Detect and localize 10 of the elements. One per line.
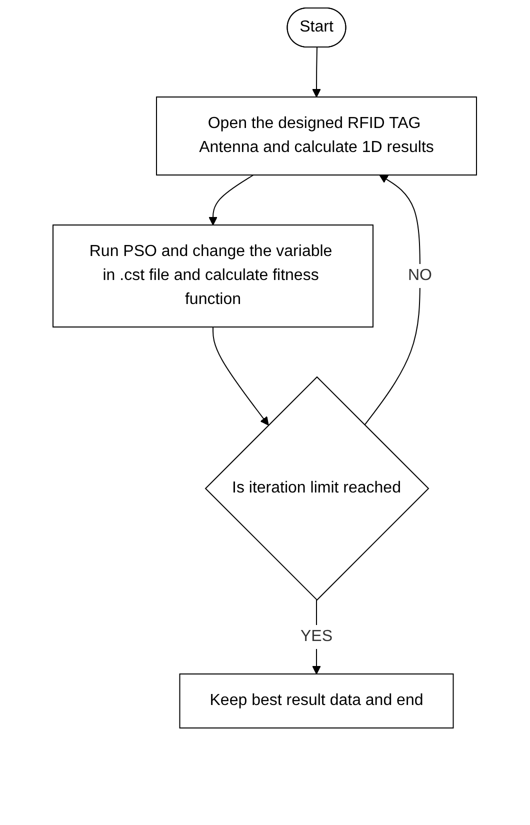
node-box: Run PSO and change the variable in .cst file and calculate fitness function bbox=[52, 224, 374, 328]
arrow bbox=[312, 47, 322, 98]
edge-label: NO bbox=[408, 267, 432, 284]
arrow bbox=[208, 174, 254, 226]
arrow bbox=[364, 174, 421, 426]
node-box: Keep best result data and end bbox=[180, 673, 454, 728]
node-diamond: Is iteration limit reached bbox=[205, 376, 430, 601]
edge-label: YES bbox=[300, 628, 333, 645]
arrow bbox=[212, 326, 270, 426]
node-box: Open the designed RFID TAG Antenna and calculate 1D results bbox=[156, 96, 478, 176]
